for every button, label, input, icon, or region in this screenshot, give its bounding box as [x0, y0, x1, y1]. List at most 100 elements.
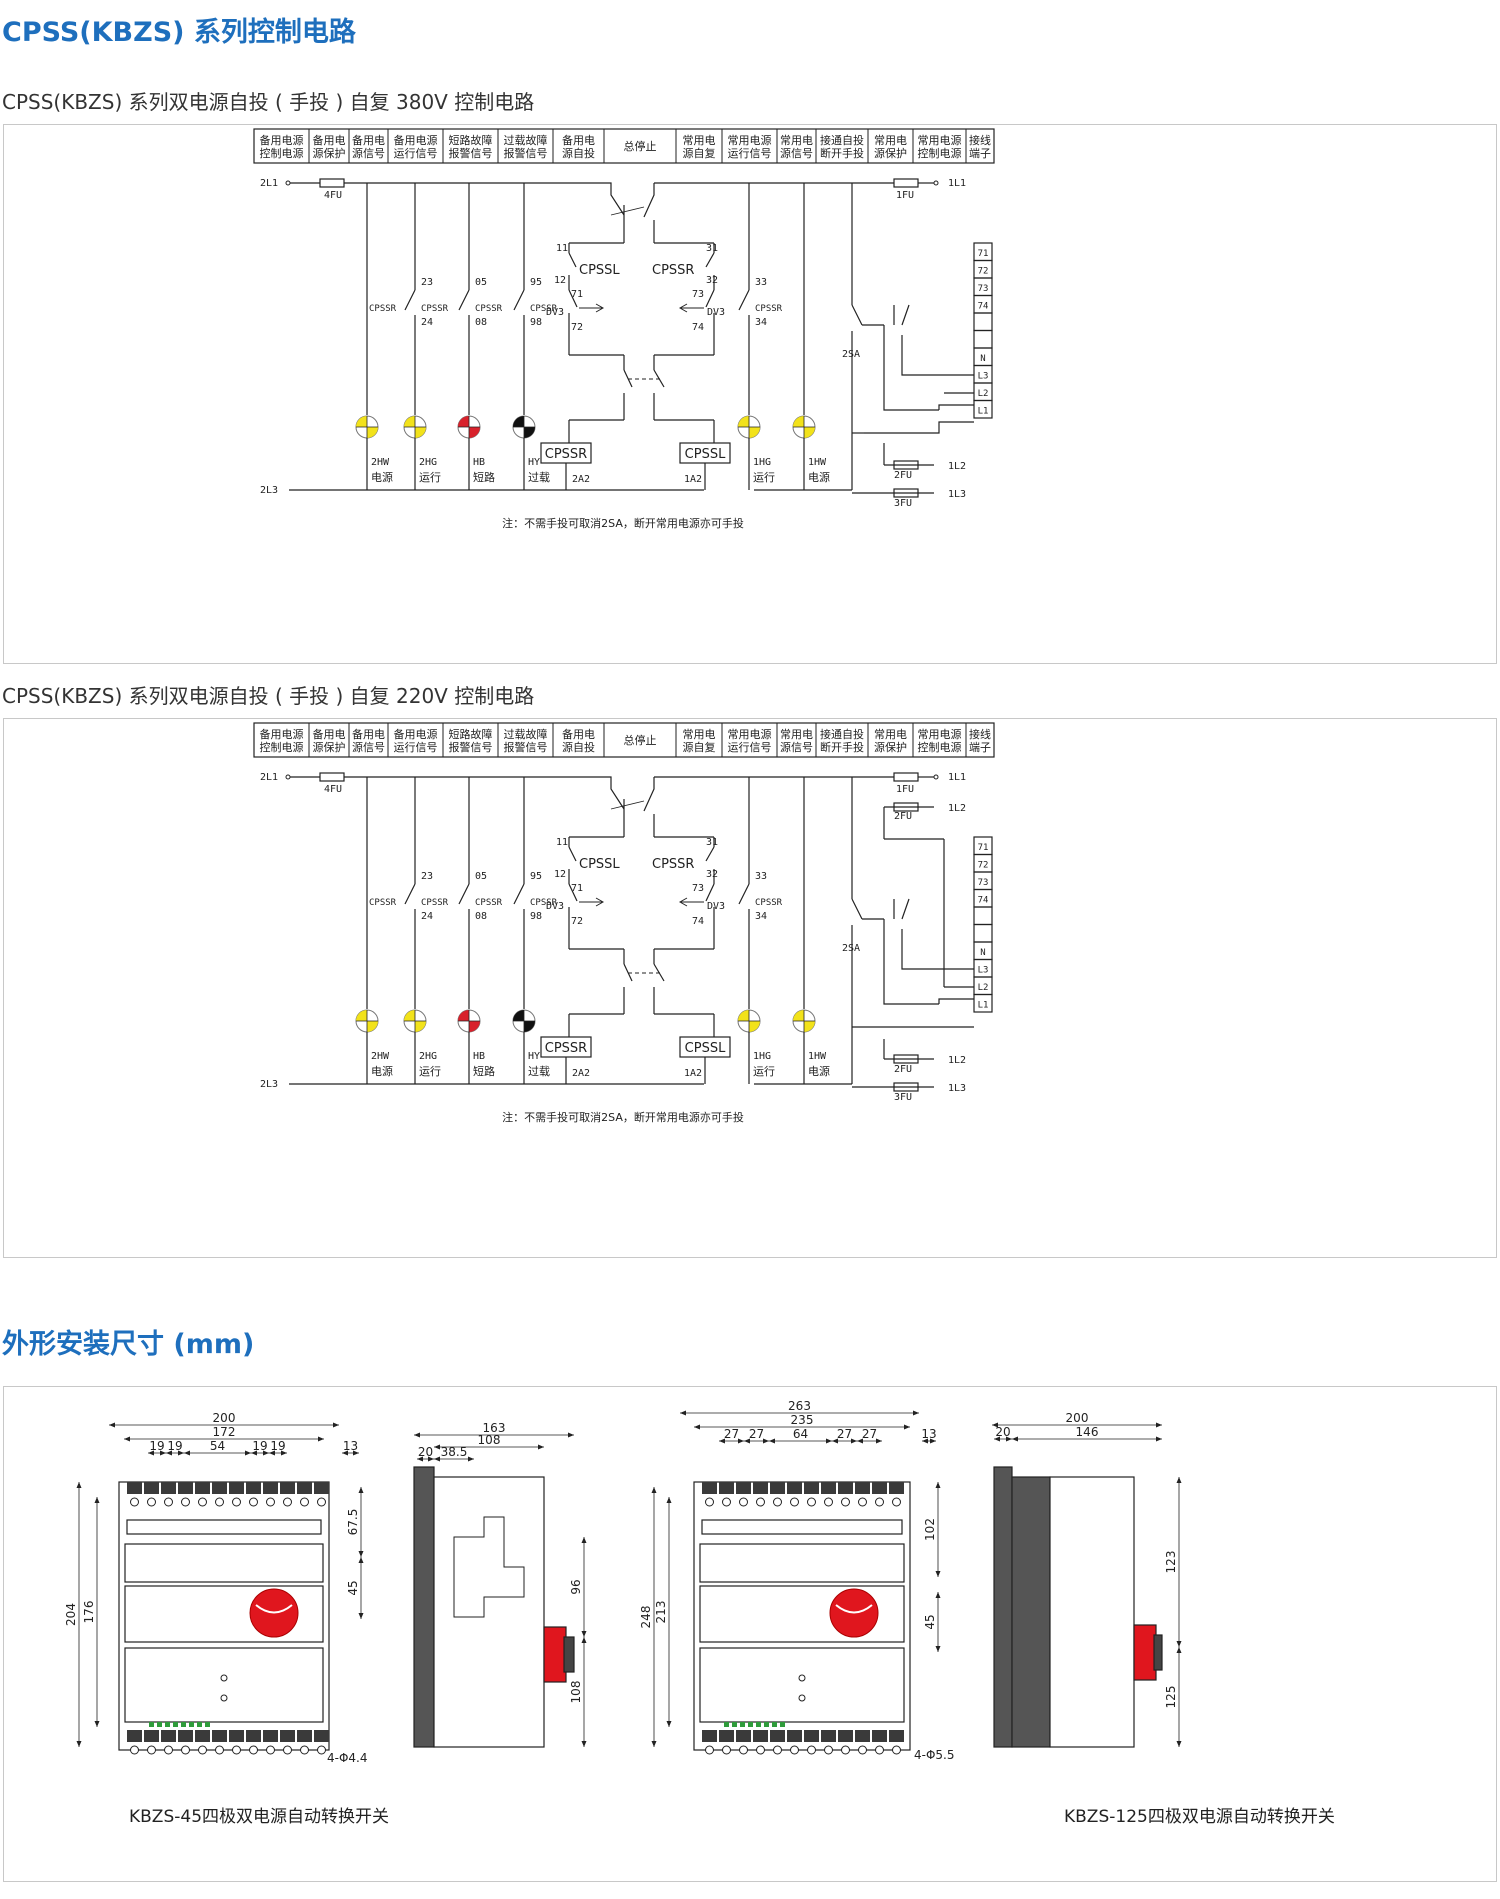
screw: [181, 1497, 190, 1507]
terminal-2l3: 2L3: [260, 485, 278, 496]
header-cell: 源保护: [313, 740, 346, 754]
relay-label: CPSSL: [579, 857, 620, 872]
green-led: [724, 1722, 729, 1727]
terminal-block-top: [787, 1482, 802, 1494]
header-cell: 断开手投: [820, 740, 864, 754]
contact-number: 34: [755, 317, 767, 328]
coil-label: CPSSL: [685, 1041, 726, 1056]
screw: [756, 1745, 765, 1755]
hole-spec: 4-Φ4.4: [327, 1751, 368, 1765]
terminal-label: 73: [978, 284, 989, 294]
screw: [858, 1497, 867, 1507]
dim-arrow: [922, 1438, 936, 1444]
dim-value: 200: [1066, 1411, 1089, 1425]
green-led: [189, 1722, 194, 1727]
header-cell: 备用电: [352, 133, 385, 147]
dv3-label: DV3: [707, 307, 725, 318]
green-led: [780, 1722, 785, 1727]
terminal-label: 74: [978, 302, 989, 312]
contact-number: 05: [475, 277, 487, 288]
contact-number: 34: [755, 911, 767, 922]
dim-value: 248: [639, 1606, 653, 1629]
screw: [283, 1497, 292, 1507]
relay-label: CPSSR: [652, 857, 694, 872]
screw: [181, 1745, 190, 1755]
header-cell: 报警信号: [504, 740, 548, 754]
lamp-code: 2HW: [371, 457, 390, 468]
fuse-2fu: [893, 802, 919, 812]
dim-value: 45: [346, 1580, 360, 1595]
side-cutout: [453, 1516, 525, 1618]
contact-label: CPSSR: [369, 304, 397, 314]
header-cell: 备用电: [352, 727, 385, 741]
dim-value: 13: [921, 1427, 936, 1441]
dim-arrow: [148, 1450, 166, 1456]
lamp-quadrant: [513, 1010, 524, 1021]
lamp-quadrant: [524, 427, 535, 438]
header-cell: 过载故障: [504, 133, 548, 147]
header-cell: 常用电: [683, 728, 716, 741]
terminal-cell: [973, 312, 993, 332]
screw: [317, 1745, 326, 1755]
contact-label: CPSSR: [421, 304, 449, 314]
dim-arrow: [832, 1438, 857, 1444]
fuse-label-3fu: 3FU: [894, 498, 912, 509]
circuit-note: 注：不需手投可取消2SA，断开常用电源亦可手投: [502, 516, 744, 530]
contact-number: 95: [530, 277, 542, 288]
green-led: [165, 1722, 170, 1727]
terminal-1l2: 1L2: [948, 803, 966, 814]
dim-value: 67.5: [346, 1509, 360, 1536]
header-cell: 常用电: [683, 134, 716, 147]
contact-number: 74: [692, 322, 704, 333]
header-cell: 控制电源: [260, 146, 304, 160]
lamp-code: HY: [528, 457, 540, 468]
terminal-block-top: [161, 1730, 176, 1742]
screw: [773, 1745, 782, 1755]
terminal-block-top: [314, 1730, 329, 1742]
fuse-3fu: [893, 1082, 919, 1092]
contact-number: 31: [706, 837, 718, 848]
page-title: CPSS(KBZS) 系列控制电路: [2, 17, 356, 48]
dim-value: 123: [1164, 1551, 1178, 1574]
dim-value: 125: [1164, 1686, 1178, 1709]
screw: [300, 1745, 309, 1755]
screw: [807, 1497, 816, 1507]
indicator-strip: [126, 1519, 322, 1535]
contact-label: CPSSR: [530, 304, 558, 314]
upper-module: [124, 1543, 324, 1583]
lamp-code: 2HG: [419, 457, 437, 468]
header-cell: 备用电源: [260, 727, 304, 741]
screw: [266, 1497, 275, 1507]
header-cell: 接通自投: [820, 133, 864, 147]
dim-value: 27: [862, 1427, 877, 1441]
screw: [130, 1497, 139, 1507]
header-cell: 备用电源: [260, 133, 304, 147]
lamp-label: 短路: [473, 470, 495, 484]
terminal-dot: [933, 774, 939, 780]
contact-label: CPSSR: [530, 898, 558, 908]
header-cell: 短路故障: [449, 133, 493, 147]
screw: [130, 1745, 139, 1755]
handle-knob: [563, 1636, 575, 1673]
terminal-block-top: [297, 1730, 312, 1742]
contact-number: 32: [706, 275, 718, 286]
coil-label: CPSSL: [685, 447, 726, 462]
terminal-1l2: 1L2: [948, 461, 966, 472]
screw: [739, 1497, 748, 1507]
indicator-lamp: [792, 1009, 816, 1033]
terminal-block-top: [127, 1482, 142, 1494]
header-cell: 常用电: [874, 728, 907, 741]
header-cell: 源信号: [352, 146, 385, 160]
fuse-3fu: [893, 488, 919, 498]
dim-value: 102: [923, 1518, 937, 1541]
screw: [249, 1497, 258, 1507]
lamp-quadrant: [524, 1021, 535, 1032]
terminal-block-top: [702, 1482, 717, 1494]
lamp-code: 2HW: [371, 1051, 390, 1062]
terminal-block-top: [702, 1730, 717, 1742]
contact-number: 73: [692, 289, 704, 300]
lamp-label: 电源: [371, 1064, 393, 1078]
